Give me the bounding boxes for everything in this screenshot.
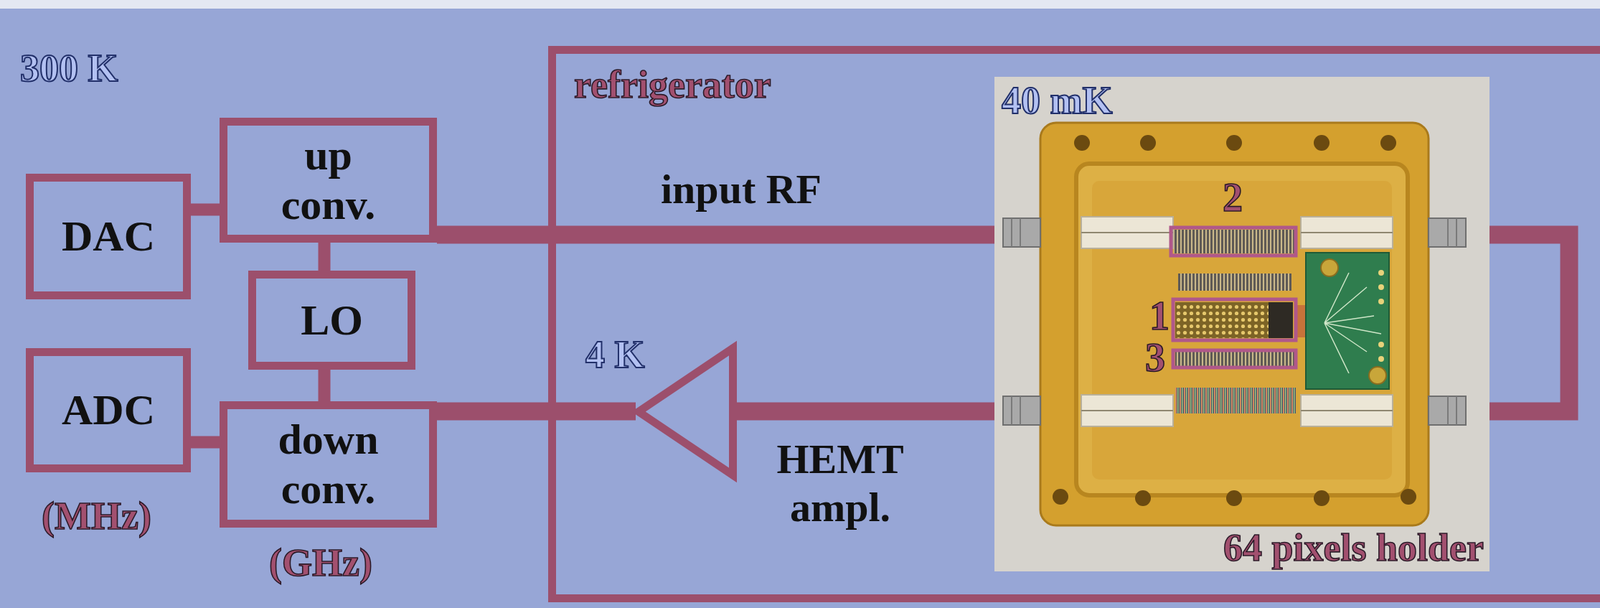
signal-line [436, 226, 995, 244]
dac-box: DAC [25, 173, 191, 300]
top-strip [0, 0, 1600, 9]
callout-frame [1170, 227, 1296, 368]
signal-line [190, 203, 220, 216]
node-label: refrigerator [573, 62, 772, 107]
band-label: (MHz) [41, 495, 152, 538]
temperature-label: 300 K [20, 47, 119, 90]
box-label: LO [300, 295, 364, 346]
refrigerator-frame: HEMT ampl. 40 mK 64 pixels holder refrigera… [548, 45, 1600, 602]
signal-line [736, 402, 995, 421]
box-label: ADC [61, 385, 155, 435]
loop-wire [1485, 234, 1570, 412]
pixel-holder: 40 mK 64 pixels holder [994, 76, 1490, 572]
box-label: down conv. [271, 414, 387, 514]
amplifier-outline [638, 347, 734, 475]
signal-line [190, 436, 220, 449]
upconverter-box: up conv. [219, 117, 437, 243]
node-label: 64 pixels holder [1223, 525, 1484, 570]
callout-number: 2 [1222, 175, 1243, 221]
box-label: DAC [61, 211, 155, 262]
oscillator-box: LO [248, 270, 416, 370]
line-label: input RF [660, 166, 822, 213]
node-label: 40 mK [1001, 78, 1113, 123]
signal-line [318, 242, 331, 271]
signal-line [436, 402, 636, 421]
amplifier-triangle: HEMT ampl. [635, 343, 737, 480]
downconverter-box: down conv. [219, 401, 437, 528]
amplifier-symbol [635, 343, 737, 480]
box-label: up conv. [271, 130, 387, 230]
callout-number: 3 [1145, 335, 1166, 381]
signal-line [318, 369, 331, 402]
callout-number: 1 [1149, 294, 1170, 339]
node-label: HEMT ampl. [764, 435, 916, 531]
holder-photo [994, 76, 1490, 572]
adc-box: ADC [25, 347, 191, 473]
band-label: (GHz) [269, 541, 373, 585]
temperature-label: 4 K [585, 333, 646, 376]
